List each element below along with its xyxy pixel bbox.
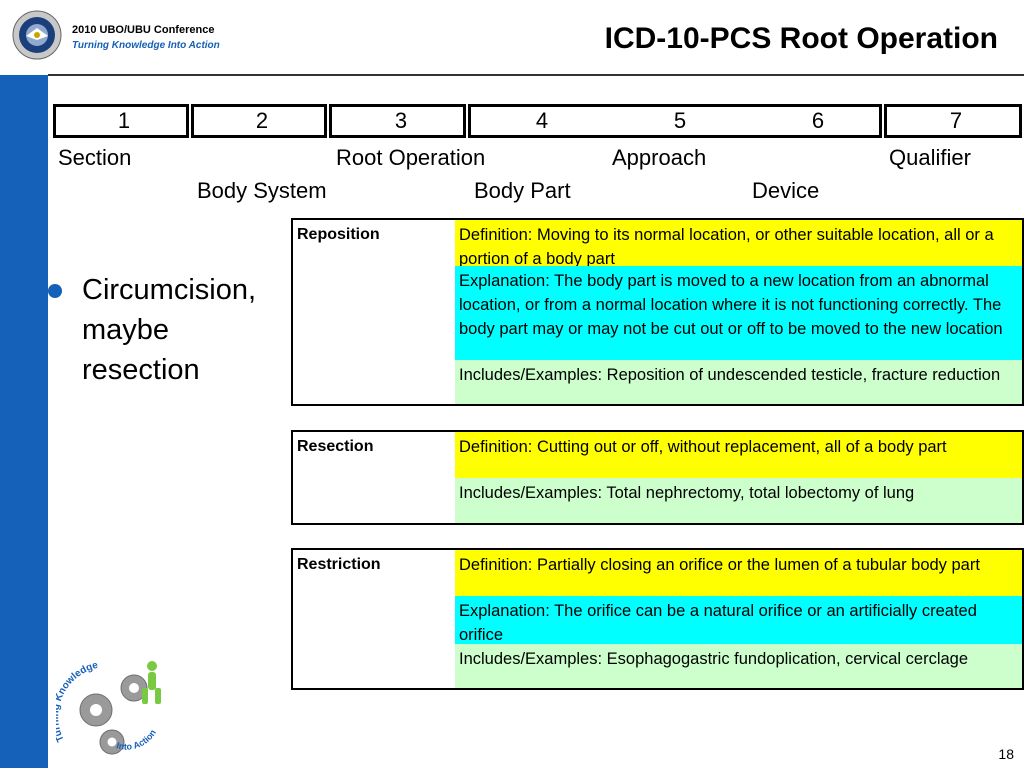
bullet-line: maybe: [82, 314, 170, 346]
code-digit-6: 6: [811, 108, 825, 133]
explanation-row: Explanation: The body part is moved to a…: [455, 266, 1022, 360]
code-digit-5: 5: [673, 108, 687, 133]
label-approach: Approach: [612, 145, 707, 170]
examples-row: Includes/Examples: Total nephrectomy, to…: [455, 478, 1022, 523]
code-box-4-6: 4 5 6: [468, 104, 882, 138]
label-device: Device: [752, 178, 820, 203]
examples-row: Includes/Examples: Esophagogastric fundo…: [455, 644, 1022, 688]
label-body-system: Body System: [197, 178, 327, 203]
code-digit-2: 2: [255, 108, 269, 133]
operation-name: Resection: [297, 438, 374, 455]
dod-seal-icon: [12, 10, 62, 60]
page-title: ICD-10-PCS Root Operation: [604, 22, 998, 55]
definition-row: Definition: Cutting out or off, without …: [455, 432, 1022, 478]
definition-row: Definition: Partially closing an orifice…: [455, 550, 1022, 596]
page-number: 18: [998, 746, 1014, 762]
code-box-2: 2: [191, 104, 327, 138]
code-box-3: 3: [329, 104, 466, 138]
code-digit-7: 7: [949, 108, 963, 133]
bullet-line: Circumcision,: [82, 274, 257, 306]
header-divider: [48, 74, 1024, 76]
bullet-line: resection: [82, 354, 200, 386]
operation-name: Restriction: [297, 556, 381, 573]
code-digit-4: 4: [535, 108, 549, 133]
turning-knowledge-logo: Turning Knowledge Into Action: [56, 660, 161, 755]
definition-row: Definition: Moving to its normal locatio…: [455, 220, 1022, 266]
operation-table-resection: Resection Definition: Cutting out or off…: [291, 430, 1024, 525]
label-body-part: Body Part: [474, 178, 571, 203]
code-box-7: 7: [884, 104, 1022, 138]
label-root-operation: Root Operation: [336, 145, 486, 170]
operation-table-restriction: Restriction Definition: Partially closin…: [291, 548, 1024, 690]
label-qualifier: Qualifier: [889, 145, 971, 170]
left-sidebar: [0, 0, 48, 768]
bullet-dot-icon: [48, 284, 62, 298]
conference-tagline: Turning Knowledge Into Action: [72, 40, 220, 51]
examples-row: Includes/Examples: Reposition of undesce…: [455, 360, 1022, 404]
bullet-text: Circumcision, maybe resection: [82, 270, 256, 390]
code-digit-1: 1: [117, 108, 131, 133]
header: 2010 UBO/UBU Conference Turning Knowledg…: [0, 0, 1024, 75]
label-section: Section: [58, 145, 132, 170]
operation-name: Reposition: [297, 226, 380, 243]
conference-title: 2010 UBO/UBU Conference: [72, 24, 215, 36]
code-box-1: 1: [53, 104, 189, 138]
operation-table-reposition: Reposition Definition: Moving to its nor…: [291, 218, 1024, 406]
explanation-row: Explanation: The orifice can be a natura…: [455, 596, 1022, 644]
code-digit-3: 3: [394, 108, 408, 133]
